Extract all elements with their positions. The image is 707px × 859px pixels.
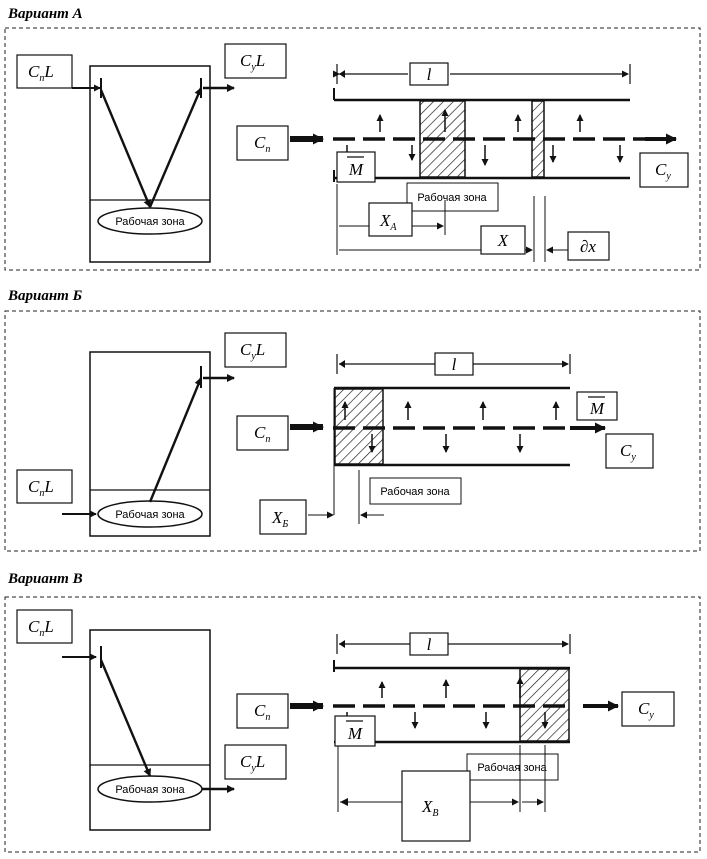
l-label-c: l — [427, 635, 432, 654]
cy-label-c: Cу — [638, 699, 654, 721]
xb-label-b: XБ — [271, 508, 288, 530]
l-label-a: l — [427, 65, 432, 84]
zone-bar-box-a — [406, 182, 499, 212]
work-zone-ellipse-a — [97, 207, 203, 235]
work-zone-label-c: Рабочая зона — [115, 784, 185, 796]
cpl-label-c: CпL — [28, 617, 54, 639]
cyl-box-c — [224, 744, 287, 780]
work-zone-label-a: Рабочая зона — [115, 216, 185, 228]
cy-label-b: Cу — [620, 441, 636, 463]
cy-label-a: Cу — [655, 160, 671, 182]
cp-box-a — [236, 125, 289, 161]
xa-box-a — [368, 202, 413, 237]
vessel-a — [89, 65, 211, 263]
variant-b: Вариант Б Рабочая зона CпL CуL Cп l — [4, 288, 701, 552]
m-label-b: M — [589, 399, 605, 418]
cp-label-a: Cп — [254, 133, 270, 155]
m-label-c: M — [347, 724, 363, 743]
cpl-box-c — [16, 609, 73, 644]
cy-box-a — [639, 152, 689, 188]
cyl-label-b: CуL — [240, 340, 265, 362]
zone-bar-box-b — [369, 477, 462, 505]
x-label-a: X — [497, 231, 509, 250]
l-label-b: l — [452, 355, 457, 374]
dx-box-a — [567, 231, 610, 261]
variant-b-frame — [4, 310, 701, 552]
cyl-box-b — [224, 332, 287, 368]
cy-box-b — [605, 433, 654, 469]
variant-a-title: Вариант А — [7, 6, 83, 22]
cpl-label-a: CпL — [28, 62, 54, 84]
variant-c: Вариант В Рабочая зона CпL CуL Cп l — [4, 571, 701, 853]
xv-label-c: XВ — [421, 797, 439, 819]
l-box-c — [409, 632, 449, 656]
cp-label-c: Cп — [254, 701, 270, 723]
zone-bar-label-a: Рабочая зона — [417, 192, 487, 204]
cp-box-c — [236, 693, 289, 729]
vessel-b — [89, 351, 211, 537]
variant-a: Вариант А Рабочая зона CпL CуL Cп l — [4, 6, 701, 271]
xv-box-c — [401, 770, 471, 842]
cp-box-b — [236, 415, 289, 451]
cyl-label-a: CуL — [240, 51, 265, 73]
xa-label-a: XА — [379, 211, 397, 233]
zone-bar-box-c — [466, 753, 559, 781]
cy-box-c — [621, 691, 675, 727]
zone-bar-label-c: Рабочая зона — [477, 762, 547, 774]
cpl-label-b: CпL — [28, 477, 54, 499]
zone-bar-label-b: Рабочая зона — [380, 486, 450, 498]
cyl-box-a — [224, 43, 287, 79]
l-box-b — [434, 352, 474, 376]
cyl-label-c: CуL — [240, 752, 265, 774]
x-box-a — [480, 225, 526, 255]
cpl-box-b — [16, 469, 73, 504]
m-box-a — [336, 151, 376, 183]
l-box-a — [409, 62, 449, 86]
dx-label-a: ∂x — [580, 237, 596, 256]
xb-box-b — [259, 499, 307, 535]
m-label-a: M — [348, 160, 364, 179]
work-zone-label-b: Рабочая зона — [115, 509, 185, 521]
variant-c-title: Вариант В — [7, 571, 83, 587]
cp-label-b: Cп — [254, 423, 270, 445]
variant-c-frame — [4, 596, 701, 853]
variant-b-title: Вариант Б — [7, 288, 83, 304]
variant-a-frame — [4, 27, 701, 271]
vessel-c — [89, 629, 211, 831]
cpl-box-a — [16, 54, 73, 89]
